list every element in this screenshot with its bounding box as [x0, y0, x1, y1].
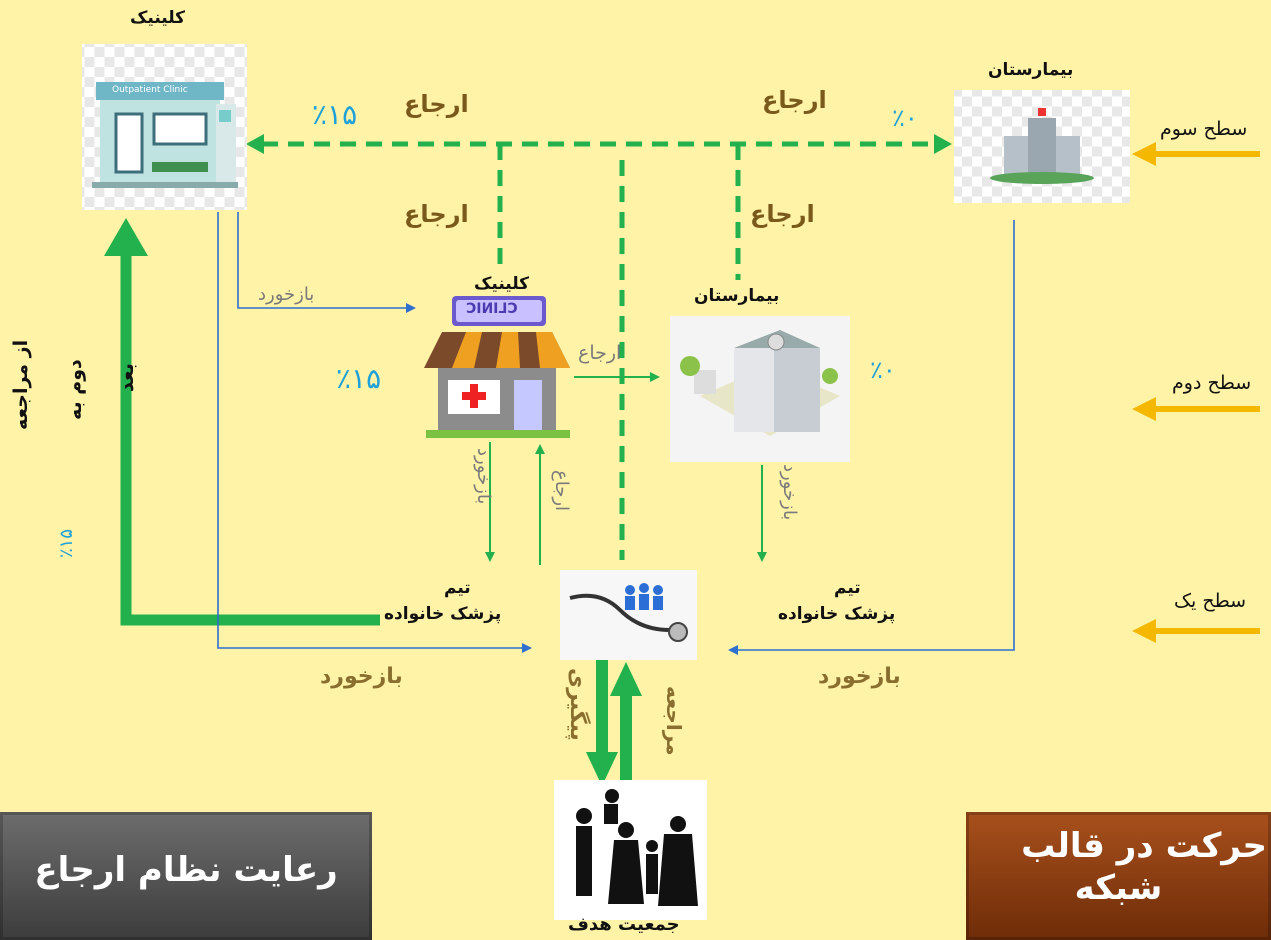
percent-15-vertical: ٪۱۵ — [56, 528, 77, 558]
level-first-label: سطح یک — [1174, 590, 1247, 612]
outpatient-clinic-icon — [92, 82, 238, 188]
hospital-top-label: بیمارستان — [988, 60, 1074, 80]
family-silhouette-icon — [576, 789, 698, 906]
hospital-isometric-icon — [680, 330, 840, 436]
percent-0-top: ٪۰ — [892, 104, 918, 132]
referral-label-top-left: ارجاع — [404, 90, 469, 118]
feedback-blue-lines — [217, 212, 1015, 655]
team-right-label-2: پزشک خانواده — [778, 604, 896, 624]
top-referral-dashed-line — [262, 141, 932, 560]
followup-arrow-shaft — [596, 660, 608, 760]
referral-label-top-right: ارجاع — [762, 86, 827, 114]
feedback-label-hospital-down: بازخورد — [779, 464, 800, 521]
percent-15-top: ٪۱۵ — [312, 98, 358, 131]
thick-arrowhead-up — [104, 218, 148, 256]
followup-arrowhead — [586, 752, 618, 786]
referral-system-ribbon: رعایت نظام ارجاع — [0, 812, 372, 940]
outpatient-clinic-image: Outpatient Clinic — [82, 44, 247, 210]
target-population-image — [554, 780, 707, 920]
visit-arrow-shaft — [620, 690, 632, 780]
clinic-shop-icon — [424, 296, 570, 438]
hospital-building-icon — [990, 108, 1094, 184]
level-second-label: سطح دوم — [1172, 372, 1252, 394]
referral-label-mid-right: ارجاع — [750, 200, 815, 228]
second-visit-thick-arrow — [120, 250, 380, 626]
hospital-top-image — [954, 90, 1130, 203]
referral-label-mid-left: ارجاع — [404, 200, 469, 228]
second-visit-label-3: بعد — [116, 363, 138, 392]
hospital-mid-label: بیمارستان — [694, 286, 780, 306]
level-arrows — [1132, 142, 1260, 643]
feedback-label-top: بازخورد — [258, 284, 315, 305]
referral-system-ribbon-text: رعایت نظام ارجاع — [34, 850, 338, 890]
referral-label-clinic-to-hospital: ارجاع — [578, 342, 622, 364]
team-left-label-1: تیم — [444, 578, 471, 598]
clinic-top-label: کلینیک — [130, 8, 186, 28]
arrowhead-left-clinic — [246, 134, 264, 154]
visit-arrowhead — [610, 662, 642, 696]
feedback-label-bottom-right: بازخورد — [818, 664, 901, 689]
family-doctor-team-image — [560, 570, 697, 660]
outpatient-clinic-sign: Outpatient Clinic — [112, 85, 188, 95]
visit-label: مراجعه — [662, 686, 686, 756]
network-ribbon-text-2: شبکه — [1074, 868, 1163, 908]
percent-0-mid: ٪۰ — [870, 356, 896, 384]
clinic-sign-text: CLINIC — [466, 301, 518, 317]
followup-label: پیگیری — [565, 668, 590, 741]
network-ribbon: حرکت در قالب شبکه — [966, 812, 1271, 940]
hospital-mid-image — [670, 316, 850, 462]
clinic-mid-image: CLINIC — [422, 296, 572, 442]
level-third-label: سطح سوم — [1160, 118, 1248, 140]
feedback-label-clinic-down: بازخورد — [473, 448, 494, 505]
feedback-label-bottom-left: بازخورد — [320, 664, 403, 689]
second-visit-label-2: دوم به — [64, 359, 86, 420]
second-visit-label-1: از مراجعه — [10, 339, 32, 430]
network-ribbon-text-1: حرکت در قالب — [1021, 826, 1267, 866]
stethoscope-icon — [569, 583, 688, 642]
team-right-label-1: تیم — [834, 578, 861, 598]
team-left-label-2: پزشک خانواده — [384, 604, 502, 624]
percent-15-mid: ٪۱۵ — [336, 362, 382, 395]
referral-label-team-up: ارجاع — [551, 470, 572, 512]
target-population-label: جمعیت هدف — [568, 914, 680, 935]
arrowhead-right-hospital — [934, 134, 952, 154]
mid-green-arrows — [485, 372, 767, 565]
clinic-mid-label: کلینیک — [474, 274, 530, 294]
